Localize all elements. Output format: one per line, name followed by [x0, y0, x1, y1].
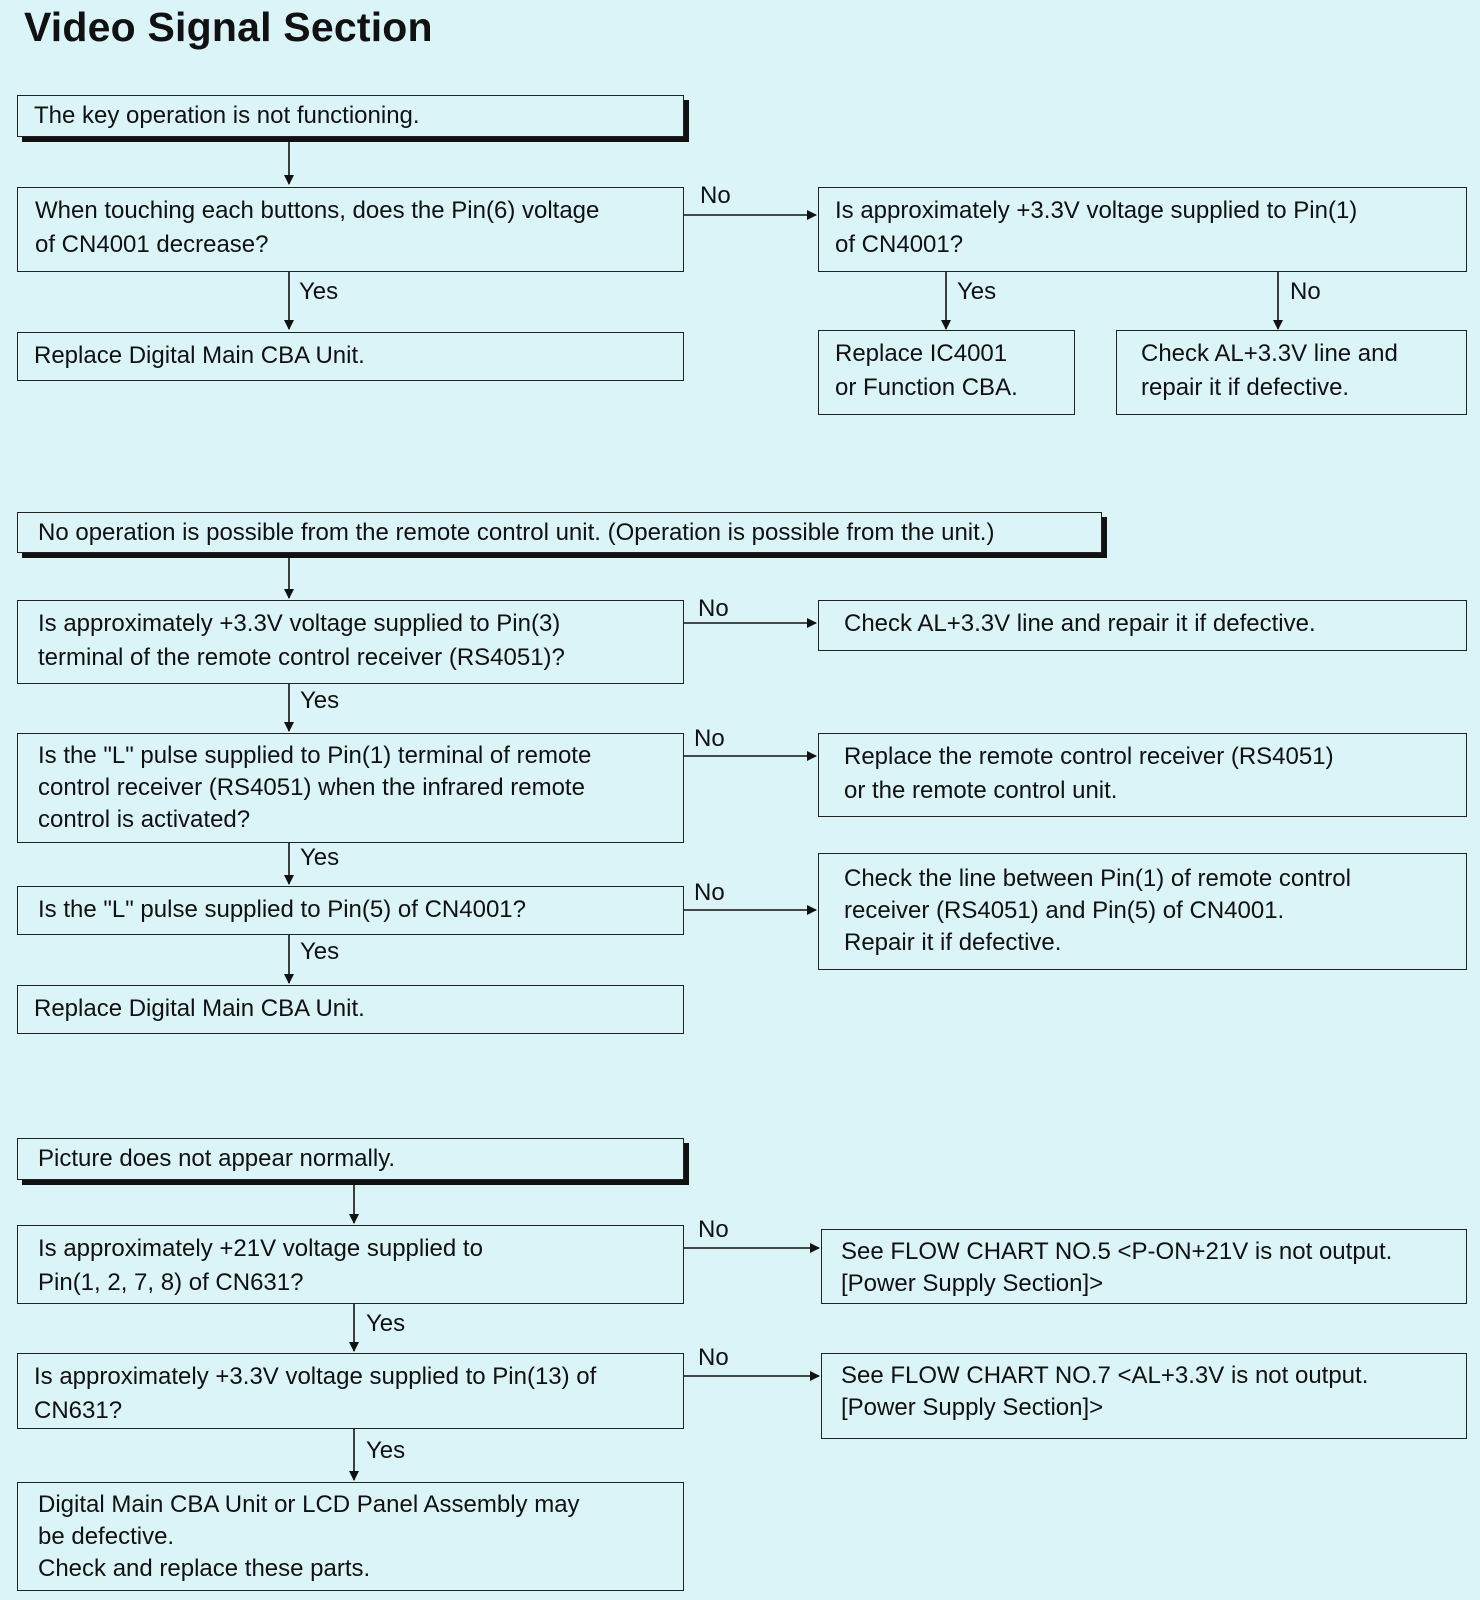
flow2-end-replace-main-cba: Replace Digital Main CBA Unit.	[17, 985, 684, 1034]
flow1-result-replace-main-cba: Replace Digital Main CBA Unit.	[17, 332, 684, 381]
flow2-question-3: Is the "L" pulse supplied to Pin(5) of C…	[17, 886, 684, 935]
flow3-question-1: Is approximately +21V voltage supplied t…	[17, 1225, 684, 1304]
flow3-result-flowchart-5: See FLOW CHART NO.5 <P-ON+21V is not out…	[821, 1229, 1467, 1304]
flow3-end-defective-parts: Digital Main CBA Unit or LCD Panel Assem…	[17, 1482, 684, 1591]
flow3-q2-no-label: No	[698, 1344, 729, 1371]
flow1-q2-no-label: No	[1290, 278, 1321, 305]
flow3-question-2: Is approximately +3.3V voltage supplied …	[17, 1353, 684, 1429]
flow3-q2-yes-label: Yes	[366, 1437, 406, 1464]
flow2-result-check-line: Check the line between Pin(1) of remote …	[818, 853, 1467, 970]
page-title: Video Signal Section	[24, 4, 433, 50]
flow3-start-box: Picture does not appear normally.	[17, 1138, 684, 1180]
flow2-question-2: Is the "L" pulse supplied to Pin(1) term…	[17, 733, 684, 843]
flow1-question-2: Is approximately +3.3V voltage supplied …	[818, 187, 1467, 272]
flow3-q1-yes-label: Yes	[366, 1310, 406, 1337]
flow2-q2-no-label: No	[694, 725, 725, 752]
flow2-q1-no-label: No	[698, 595, 729, 622]
flow1-q1-yes-label: Yes	[299, 278, 339, 305]
flow1-q1-no-label: No	[700, 182, 731, 209]
flow2-q2-yes-label: Yes	[300, 844, 340, 871]
flow1-result-check-al33-line: Check AL+3.3V line and repair it if defe…	[1116, 330, 1467, 415]
flow1-question-1: When touching each buttons, does the Pin…	[17, 187, 684, 272]
flow2-q3-yes-label: Yes	[300, 938, 340, 965]
flow3-q1-no-label: No	[698, 1216, 729, 1243]
flow1-result-replace-ic4001: Replace IC4001 or Function CBA.	[818, 330, 1075, 415]
flow2-result-check-al33-line: Check AL+3.3V line and repair it if defe…	[818, 600, 1467, 651]
flow2-start-box: No operation is possible from the remote…	[17, 512, 1102, 553]
flow2-q1-yes-label: Yes	[300, 687, 340, 714]
flow2-result-replace-receiver: Replace the remote control receiver (RS4…	[818, 733, 1467, 817]
flow3-result-flowchart-7: See FLOW CHART NO.7 <AL+3.3V is not outp…	[821, 1353, 1467, 1439]
flow2-q3-no-label: No	[694, 879, 725, 906]
flow1-q2-yes-label: Yes	[957, 278, 997, 305]
flow1-start-box: The key operation is not functioning.	[17, 95, 684, 137]
flow2-question-1: Is approximately +3.3V voltage supplied …	[17, 600, 684, 684]
